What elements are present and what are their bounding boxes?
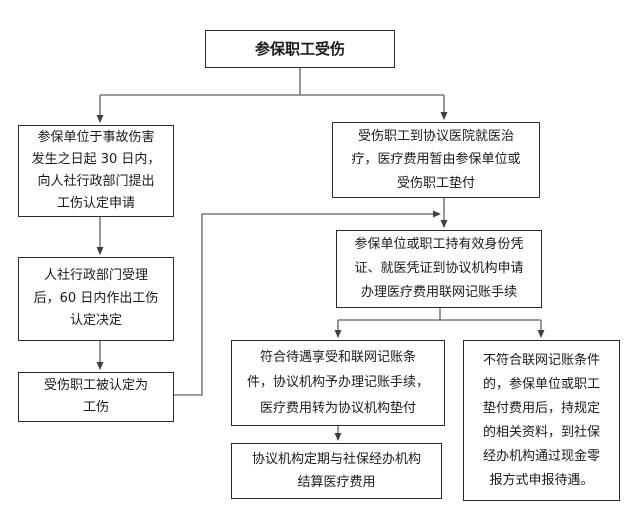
node-network-billing-apply: 参保单位或职工持有效身份凭 证、就医凭证到协议机构申请 办理医疗费用联网记账手续 — [336, 230, 542, 308]
node-not-eligible-cash-claim: 不符合联网记账条件 的，参保单位或职工 垫付费用后，持规定 的相关资料，到社保 … — [463, 340, 620, 501]
node-hospital-treatment: 受伤职工到协议医院就医治 疗，医疗费用暂由参保单位或 受伤职工垫付 — [332, 122, 540, 198]
node-start: 参保职工受伤 — [205, 30, 395, 68]
node-decision-60days: 人社行政部门受理 后，60 日内作出工伤 认定决定 — [18, 257, 174, 341]
node-periodic-settlement: 协议机构定期与社保经办机构 结算医疗费用 — [231, 443, 442, 499]
node-eligible-network-billing: 符合待遇享受和联网记账条 件，协议机构予办理记账手续， 医疗费用转为协议机构垫付 — [231, 340, 445, 426]
node-apply-injury-claim: 参保单位于事故伤害 发生之日起 30 日内， 向人社行政部门提出 工伤认定申请 — [18, 125, 174, 217]
node-injury-confirmed: 受伤职工被认定为 工伤 — [18, 372, 174, 422]
